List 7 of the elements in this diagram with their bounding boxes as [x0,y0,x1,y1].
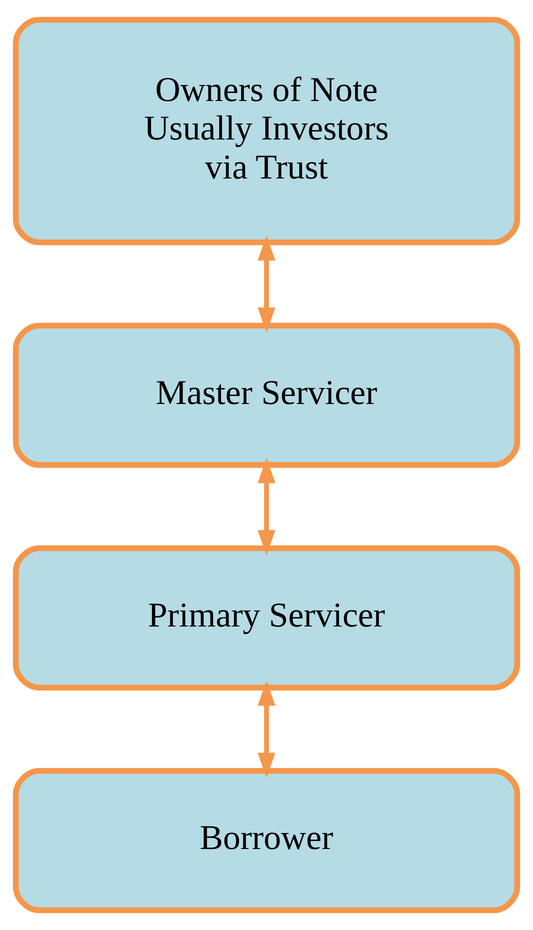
arrow [258,680,276,778]
node-box: Primary Servicer [12,545,520,691]
arrow [258,458,276,556]
node-box: Owners of Note Usually Investors via Trust [12,16,520,246]
node-box: Borrower [12,768,520,914]
arrow [258,235,276,333]
node-box: Master Servicer [12,322,520,468]
